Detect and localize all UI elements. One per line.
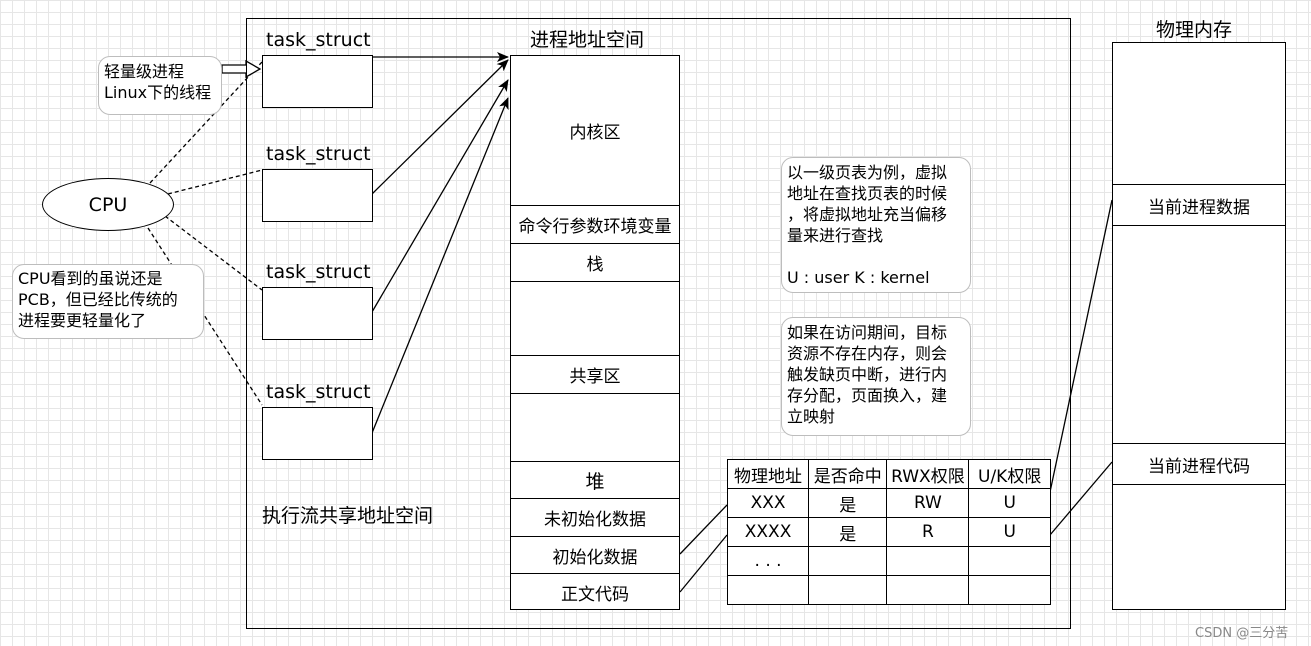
table-to-data-line <box>1049 199 1113 493</box>
header-physical-address: 物理地址 <box>726 459 810 489</box>
segment-text-label: 正文代码 <box>561 584 629 605</box>
table-cell: XXX <box>726 488 810 518</box>
task-struct-box-4 <box>262 407 373 460</box>
data-to-table-line <box>679 504 728 555</box>
segment-stack-label: 栈 <box>586 255 604 275</box>
page-table-header: 物理地址 是否命中 RWX权限 U/K权限 <box>726 459 1051 489</box>
main-frame <box>246 18 1071 629</box>
table-cell: 是 <box>808 517 888 547</box>
task3-arrow <box>371 79 509 313</box>
table-cell <box>886 546 970 576</box>
table-cell: RW <box>886 488 970 518</box>
shared-address-caption: 执行流共享地址空间 <box>262 505 434 527</box>
table-cell: XXXX <box>726 517 810 547</box>
physical-memory: 当前进程数据 当前进程代码 <box>1112 42 1286 610</box>
task-struct-label-1: task_struct <box>266 29 371 51</box>
task-struct-label-4: task_struct <box>266 381 371 403</box>
task2-arrow <box>371 59 509 195</box>
segment-shared-label: 共享区 <box>569 367 621 387</box>
text-to-table-line <box>679 534 728 593</box>
physical-data-block: 当前进程数据 <box>1113 184 1285 226</box>
cpu-node: CPU <box>42 178 174 231</box>
physical-code-block: 当前进程代码 <box>1113 443 1285 485</box>
segment-data-label: 初始化数据 <box>552 547 638 568</box>
segment-kernel-label: 内核区 <box>569 123 621 143</box>
segment-cmdline-env-label: 命令行参数环境变量 <box>518 217 672 237</box>
cpu-label: CPU <box>88 193 128 216</box>
page-table-note: 以一级页表为例，虚拟 地址在查找页表的时候 ，将虚拟地址充当偏移 量来进行查找 … <box>781 157 971 293</box>
table-to-code-line <box>1049 461 1113 536</box>
table-cell <box>968 575 1051 605</box>
physical-code-label: 当前进程代码 <box>1148 456 1250 477</box>
task-struct-box-2 <box>262 169 373 222</box>
header-rwx: RWX权限 <box>886 459 970 489</box>
table-cell: U <box>968 488 1051 518</box>
cpu-to-task3-line <box>164 215 263 291</box>
task4-arrow <box>371 97 509 434</box>
page-fault-note: 如果在访问期间，目标 资源不存在内存，则会 触发缺页中断，进行内 存分配，页面换… <box>781 317 971 436</box>
table-cell: R <box>886 517 970 547</box>
mapping-lines <box>679 199 1113 593</box>
address-space-title: 进程地址空间 <box>530 29 645 51</box>
table-row: XXXX 是 R U <box>726 517 1051 547</box>
table-cell: . . . <box>726 546 810 576</box>
table-cell <box>968 546 1051 576</box>
table-cell <box>808 546 888 576</box>
table-cell <box>726 575 810 605</box>
address-space: 内核区 命令行参数环境变量 栈 共享区 堆 未初始化数据 初始化数据 正文代码 <box>510 55 680 610</box>
task-struct-box-1 <box>262 55 373 108</box>
segment-heap: 堆 <box>511 461 679 498</box>
page-table: 物理地址 是否命中 RWX权限 U/K权限 XXX 是 RW U XXXX 是 … <box>726 459 1051 605</box>
table-cell <box>808 575 888 605</box>
segment-heap-label: 堆 <box>585 470 605 493</box>
segment-cmdline-env: 命令行参数环境变量 <box>511 205 679 243</box>
task-arrows <box>371 52 509 434</box>
cpu-to-task4-line <box>147 227 263 406</box>
segment-bss-label: 未初始化数据 <box>544 510 646 530</box>
segment-stack-growth <box>511 281 679 355</box>
watermark: CSDN @三分苦 <box>1195 626 1289 641</box>
physical-data-label: 当前进程数据 <box>1148 197 1250 218</box>
lightweight-process-note: 轻量级进程 Linux下的线程 <box>98 56 222 115</box>
segment-heap-growth <box>511 393 679 461</box>
task-struct-label-3: task_struct <box>266 261 371 283</box>
table-cell: U <box>968 517 1051 547</box>
segment-stack: 栈 <box>511 243 679 281</box>
segment-shared: 共享区 <box>511 355 679 393</box>
table-cell <box>886 575 970 605</box>
table-cell: 是 <box>808 488 888 518</box>
task-struct-label-2: task_struct <box>266 143 371 165</box>
table-row: XXX 是 RW U <box>726 488 1051 518</box>
table-row <box>726 575 1051 605</box>
segment-bss: 未初始化数据 <box>511 498 679 536</box>
segment-data: 初始化数据 <box>511 536 679 573</box>
task-struct-box-3 <box>262 287 373 340</box>
segment-text: 正文代码 <box>511 573 679 610</box>
table-row: . . . <box>726 546 1051 576</box>
header-hit: 是否命中 <box>808 459 888 489</box>
header-uk: U/K权限 <box>968 459 1051 489</box>
cpu-view-note: CPU看到的虽说还是 PCB，但已经比传统的 进程要更轻量化了 <box>12 264 204 339</box>
physical-memory-title: 物理内存 <box>1156 19 1233 41</box>
segment-kernel: 内核区 <box>511 55 679 207</box>
